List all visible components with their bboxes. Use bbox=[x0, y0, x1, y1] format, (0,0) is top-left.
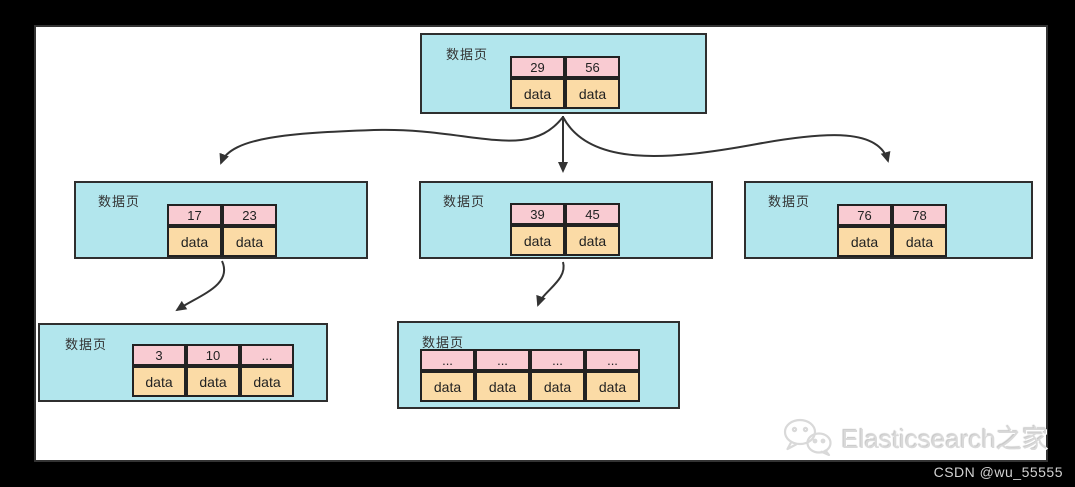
node-table: 29 56 data data bbox=[510, 56, 620, 109]
node-table: 39 45 data data bbox=[510, 203, 620, 256]
data-row: data data data data bbox=[420, 371, 640, 402]
node-label: 数据页 bbox=[443, 194, 486, 209]
key-cell: ... bbox=[240, 344, 294, 366]
data-row: data data bbox=[510, 78, 620, 109]
node-table: ... ... ... ... data data data data bbox=[420, 349, 640, 402]
key-cell: 10 bbox=[186, 344, 240, 366]
node-mid-left: 数据页 17 23 data data bbox=[74, 181, 368, 259]
key-cell: 29 bbox=[510, 56, 565, 78]
data-cell: data bbox=[222, 226, 277, 257]
node-label: 数据页 bbox=[768, 194, 811, 209]
key-cell: ... bbox=[530, 349, 585, 371]
csdn-credit: CSDN @wu_55555 bbox=[933, 464, 1063, 480]
key-cell: ... bbox=[475, 349, 530, 371]
key-row: 76 78 bbox=[837, 204, 947, 226]
key-cell: 3 bbox=[132, 344, 186, 366]
data-cell: data bbox=[530, 371, 585, 402]
data-cell: data bbox=[186, 366, 240, 397]
wechat-icon bbox=[784, 418, 832, 456]
node-root: 数据页 29 56 data data bbox=[420, 33, 707, 114]
data-cell: data bbox=[565, 225, 620, 256]
watermark: Elasticsearch之家 bbox=[781, 418, 1048, 456]
data-cell: data bbox=[565, 78, 620, 109]
key-row: 3 10 ... bbox=[132, 344, 294, 366]
data-cell: data bbox=[420, 371, 475, 402]
node-bottom-left: 数据页 3 10 ... data data data bbox=[38, 323, 328, 402]
key-cell: 76 bbox=[837, 204, 892, 226]
data-cell: data bbox=[892, 226, 947, 257]
key-row: 17 23 bbox=[167, 204, 277, 226]
key-cell: 56 bbox=[565, 56, 620, 78]
key-cell: 45 bbox=[565, 203, 620, 225]
node-mid-right: 数据页 76 78 data data bbox=[744, 181, 1033, 259]
key-row: ... ... ... ... bbox=[420, 349, 640, 371]
node-label: 数据页 bbox=[65, 337, 108, 352]
data-cell: data bbox=[510, 225, 565, 256]
data-row: data data bbox=[837, 226, 947, 257]
data-cell: data bbox=[167, 226, 222, 257]
node-label: 数据页 bbox=[446, 47, 489, 62]
data-row: data data bbox=[167, 226, 277, 257]
key-cell: ... bbox=[585, 349, 640, 371]
node-table: 76 78 data data bbox=[837, 204, 947, 257]
node-label: 数据页 bbox=[422, 335, 465, 350]
key-cell: ... bbox=[420, 349, 475, 371]
node-table: 17 23 data data bbox=[167, 204, 277, 257]
data-cell: data bbox=[585, 371, 640, 402]
data-cell: data bbox=[837, 226, 892, 257]
key-cell: 17 bbox=[167, 204, 222, 226]
node-bottom-center: 数据页 ... ... ... ... data data data data bbox=[397, 321, 680, 409]
key-cell: 23 bbox=[222, 204, 277, 226]
data-cell: data bbox=[475, 371, 530, 402]
node-label: 数据页 bbox=[98, 194, 141, 209]
watermark-text: Elasticsearch之家 bbox=[841, 423, 1048, 454]
data-cell: data bbox=[132, 366, 186, 397]
key-cell: 39 bbox=[510, 203, 565, 225]
key-row: 29 56 bbox=[510, 56, 620, 78]
key-row: 39 45 bbox=[510, 203, 620, 225]
node-table: 3 10 ... data data data bbox=[132, 344, 294, 397]
data-row: data data bbox=[510, 225, 620, 256]
data-cell: data bbox=[240, 366, 294, 397]
key-cell: 78 bbox=[892, 204, 947, 226]
data-cell: data bbox=[510, 78, 565, 109]
node-mid-center: 数据页 39 45 data data bbox=[419, 181, 713, 259]
data-row: data data data bbox=[132, 366, 294, 397]
